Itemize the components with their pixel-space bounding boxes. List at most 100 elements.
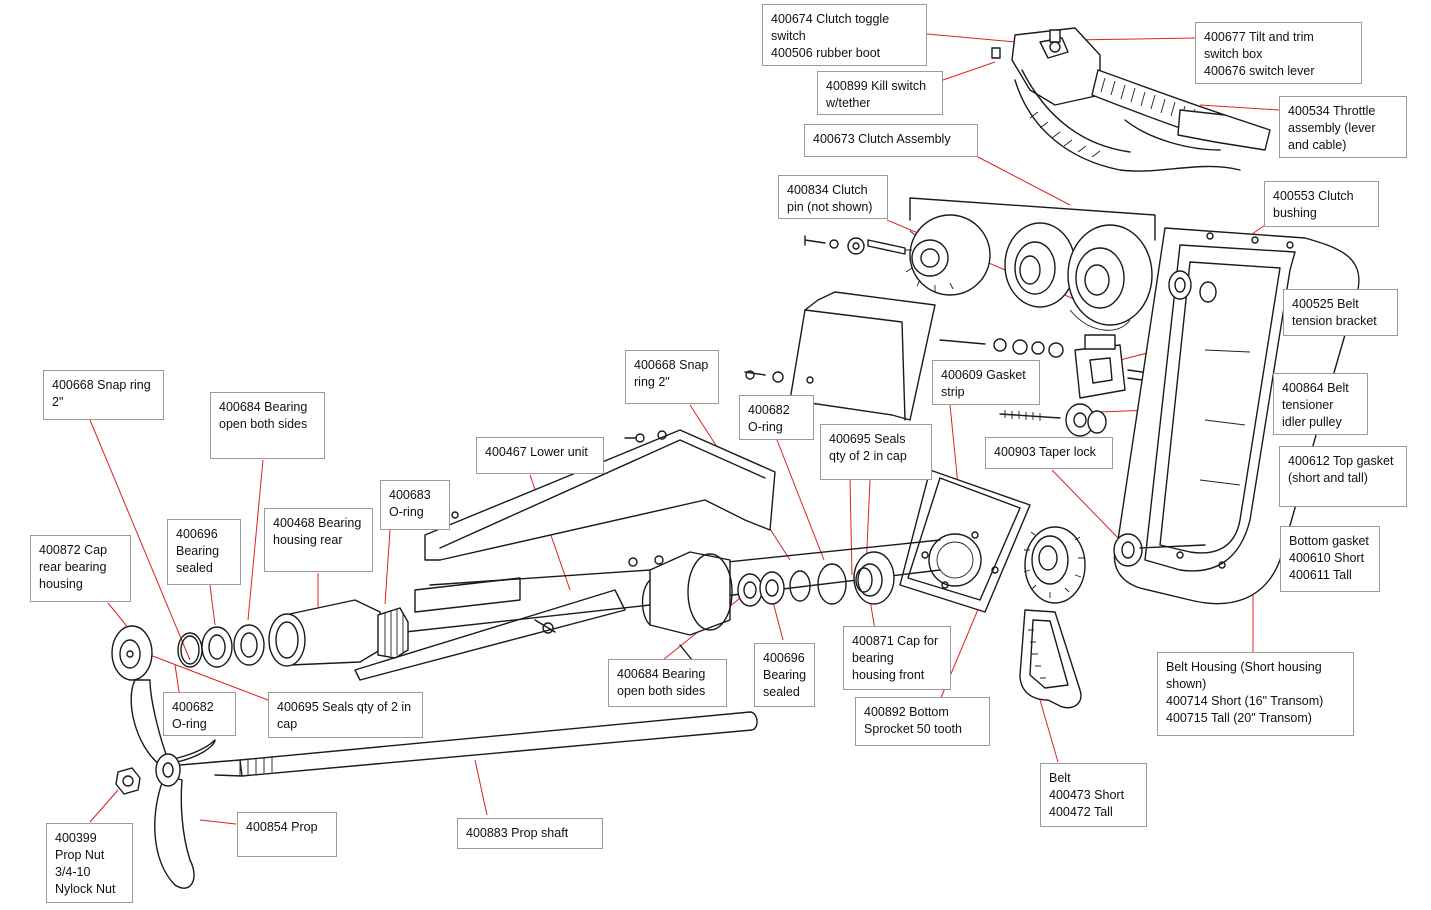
callout-seals-cap-mid: 400695 Seals qty of 2 in cap xyxy=(820,424,932,480)
callout-text: sealed xyxy=(763,685,800,699)
callout-text: 400677 Tilt and trim xyxy=(1204,30,1314,44)
callout-belt-tensioner-idler: 400864 Belt tensioner idler pulley xyxy=(1273,373,1368,435)
callout-text: 2" xyxy=(52,395,64,409)
callout-text: 400683 xyxy=(389,488,431,502)
prop-shaft xyxy=(214,711,758,777)
callout-text: bearing xyxy=(852,651,894,665)
callout-prop-shaft: 400883 Prop shaft xyxy=(457,818,603,849)
callout-text: 400612 Top gasket xyxy=(1288,454,1394,468)
callout-text: 400684 Bearing xyxy=(219,400,308,414)
callout-bearing-sealed-left: 400696 Bearing sealed xyxy=(167,519,241,585)
callout-text: 400684 Bearing xyxy=(617,667,706,681)
callout-text: tension bracket xyxy=(1292,314,1377,328)
callout-text: 400696 xyxy=(763,651,805,665)
callout-text: 400610 Short xyxy=(1289,551,1365,565)
bottom-sprocket-and-belt xyxy=(1019,526,1086,709)
callout-text: 400695 Seals qty of 2 in xyxy=(277,700,412,714)
callout-text: 400899 Kill switch xyxy=(826,79,927,93)
callout-text: 400903 Taper lock xyxy=(994,445,1096,459)
callout-text: 400714 Short (16" Transom) xyxy=(1166,694,1324,708)
lower-unit xyxy=(354,429,941,681)
callout-text: switch xyxy=(771,29,806,43)
callout-text: 400854 Prop xyxy=(246,820,318,834)
callout-text: O-ring xyxy=(748,420,783,434)
callout-text: Bearing xyxy=(763,668,807,682)
callout-text: 400871 Cap for xyxy=(852,634,939,648)
callout-text: 400834 Clutch xyxy=(787,183,868,197)
callout-belt-housing: Belt Housing (Short housing shown) 40071… xyxy=(1157,652,1354,736)
bearing-housing-rear xyxy=(111,599,409,681)
callout-text: 400674 Clutch toggle xyxy=(771,12,890,26)
callout-text: 400472 Tall xyxy=(1049,805,1113,819)
tension-bracket-and-idler xyxy=(939,334,1143,437)
propeller xyxy=(115,679,216,889)
callout-text: 400525 Belt xyxy=(1292,297,1359,311)
callout-text: sealed xyxy=(176,561,213,575)
callout-text: 400682 xyxy=(748,403,790,417)
callout-throttle-assembly: 400534 Throttle assembly (lever and cabl… xyxy=(1279,96,1407,158)
callout-text: pin (not shown) xyxy=(787,200,873,214)
callout-text: 400506 rubber boot xyxy=(771,46,881,60)
callout-bottom-sprocket: 400892 Bottom Sprocket 50 tooth xyxy=(855,697,990,746)
callout-text: 400609 Gasket xyxy=(941,368,1026,382)
callout-cap-rear-bearing: 400872 Cap rear bearing housing xyxy=(30,535,131,602)
misc-hardware xyxy=(451,370,814,519)
callout-text: ring 2" xyxy=(634,375,670,389)
callout-text: idler pulley xyxy=(1282,415,1342,429)
clutch-assembly-parts xyxy=(804,197,1156,331)
callout-clutch-pin: 400834 Clutch pin (not shown) xyxy=(778,175,888,219)
callout-text: O-ring xyxy=(389,505,424,519)
callout-snap-ring-left: 400668 Snap ring 2" xyxy=(43,370,164,420)
callout-clutch-assembly: 400673 Clutch Assembly xyxy=(804,124,978,157)
callout-text: 400696 xyxy=(176,527,218,541)
callout-kill-switch: 400899 Kill switch w/tether xyxy=(817,71,943,115)
callout-text: tensioner xyxy=(1282,398,1334,412)
callout-text: 400399 xyxy=(55,831,97,845)
callout-clutch-bushing: 400553 Clutch bushing xyxy=(1264,181,1379,227)
callout-text: housing front xyxy=(852,668,925,682)
callout-text: 400673 Clutch Assembly xyxy=(813,132,951,146)
callout-text: 400668 Snap ring xyxy=(52,378,151,392)
callout-text: 400467 Lower unit xyxy=(485,445,588,459)
callout-bearing-open-left: 400684 Bearing open both sides xyxy=(210,392,325,459)
callout-text: open both sides xyxy=(617,684,706,698)
callout-text: housing xyxy=(39,577,83,591)
callout-text: assembly (lever xyxy=(1288,121,1376,135)
callout-top-gasket: 400612 Top gasket (short and tall) xyxy=(1279,446,1407,507)
tiller-handle xyxy=(991,27,1271,172)
callout-text: Sprocket 50 tooth xyxy=(864,722,962,736)
callout-text: 400611 Tall xyxy=(1289,568,1352,582)
callout-text: O-ring xyxy=(172,717,207,731)
callout-belt-tension-bracket: 400525 Belt tension bracket xyxy=(1283,289,1398,336)
callout-text: w/tether xyxy=(826,96,871,110)
callout-text: switch box xyxy=(1204,47,1263,61)
callout-tilt-trim-switch-box: 400677 Tilt and trim switch box 400676 s… xyxy=(1195,22,1362,84)
callout-text: cap xyxy=(277,717,298,731)
callout-prop: 400854 Prop xyxy=(237,812,337,857)
callout-text: (short and tall) xyxy=(1288,471,1368,485)
callout-text: open both sides xyxy=(219,417,308,431)
callout-oring-upper: 400683 O-ring xyxy=(380,480,450,530)
callout-text: bushing xyxy=(1273,206,1317,220)
callout-text: Nylock Nut xyxy=(55,882,116,896)
callout-text: 400715 Tall (20" Transom) xyxy=(1166,711,1312,725)
callout-snap-ring-mid: 400668 Snap ring 2" xyxy=(625,350,719,404)
callout-bearing-sealed-mid: 400696 Bearing sealed xyxy=(754,643,815,707)
callout-seals-cap-lower: 400695 Seals qty of 2 in cap xyxy=(268,692,423,738)
callout-taper-lock: 400903 Taper lock xyxy=(985,437,1113,469)
callout-text: 400473 Short xyxy=(1049,788,1125,802)
callout-text: 400682 xyxy=(172,700,214,714)
callout-cap-bearing-front: 400871 Cap for bearing housing front xyxy=(843,626,951,690)
callout-text: strip xyxy=(941,385,965,399)
callout-text: and cable) xyxy=(1288,138,1347,152)
callout-text: Belt xyxy=(1049,771,1071,785)
callout-text: Prop Nut xyxy=(55,848,105,862)
callout-oring-lower: 400682 O-ring xyxy=(163,692,236,736)
callout-bearing-open-mid: 400684 Bearing open both sides xyxy=(608,659,727,707)
callout-prop-nut: 400399 Prop Nut 3/4-10 Nylock Nut xyxy=(46,823,133,903)
callout-gasket-strip: 400609 Gasket strip xyxy=(932,360,1040,405)
callout-text: Bottom gasket xyxy=(1289,534,1369,548)
callout-text: 3/4-10 xyxy=(55,865,91,879)
callout-text: 400872 Cap xyxy=(39,543,108,557)
callout-text: 400695 Seals xyxy=(829,432,906,446)
